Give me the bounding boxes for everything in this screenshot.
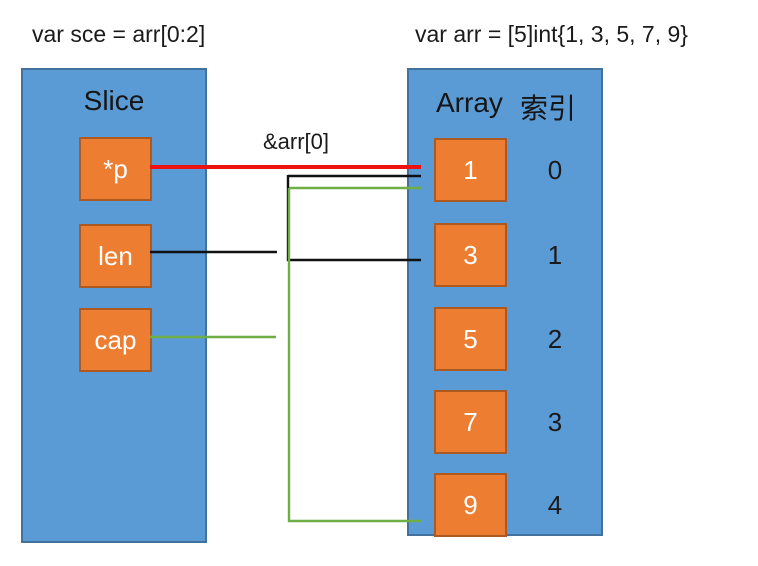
array-index-column-title: 索引 [520, 93, 577, 124]
array-element-0: 1 [434, 138, 507, 202]
array-index-4: 4 [547, 489, 563, 520]
array-panel: Array 索引 1 3 5 7 9 0 1 2 3 4 [407, 68, 603, 537]
array-index-2: 2 [547, 323, 563, 354]
len-range-bottom-arrow [286, 175, 421, 262]
slice-declaration-text: var sce = arr[0:2] [32, 21, 206, 47]
cap-range-bottom-arrow [287, 188, 421, 523]
array-element-2: 5 [434, 307, 507, 371]
slice-field-cap: cap [79, 308, 152, 372]
array-index-1: 1 [547, 239, 563, 270]
array-panel-title: Array [436, 87, 503, 118]
array-index-0: 0 [547, 154, 563, 185]
array-declaration-text: var arr = [5]int{1, 3, 5, 7, 9} [415, 21, 688, 47]
pointer-address-label: &arr[0] [263, 129, 330, 154]
slice-field-len: len [79, 224, 152, 288]
slice-panel: Slice *p len cap [21, 68, 207, 543]
array-index-3: 3 [547, 406, 563, 437]
array-element-3: 7 [434, 390, 507, 454]
array-element-1: 3 [434, 223, 507, 287]
slice-field-pointer: *p [79, 137, 152, 201]
array-element-4: 9 [434, 473, 507, 537]
slice-panel-title: Slice [83, 85, 145, 116]
